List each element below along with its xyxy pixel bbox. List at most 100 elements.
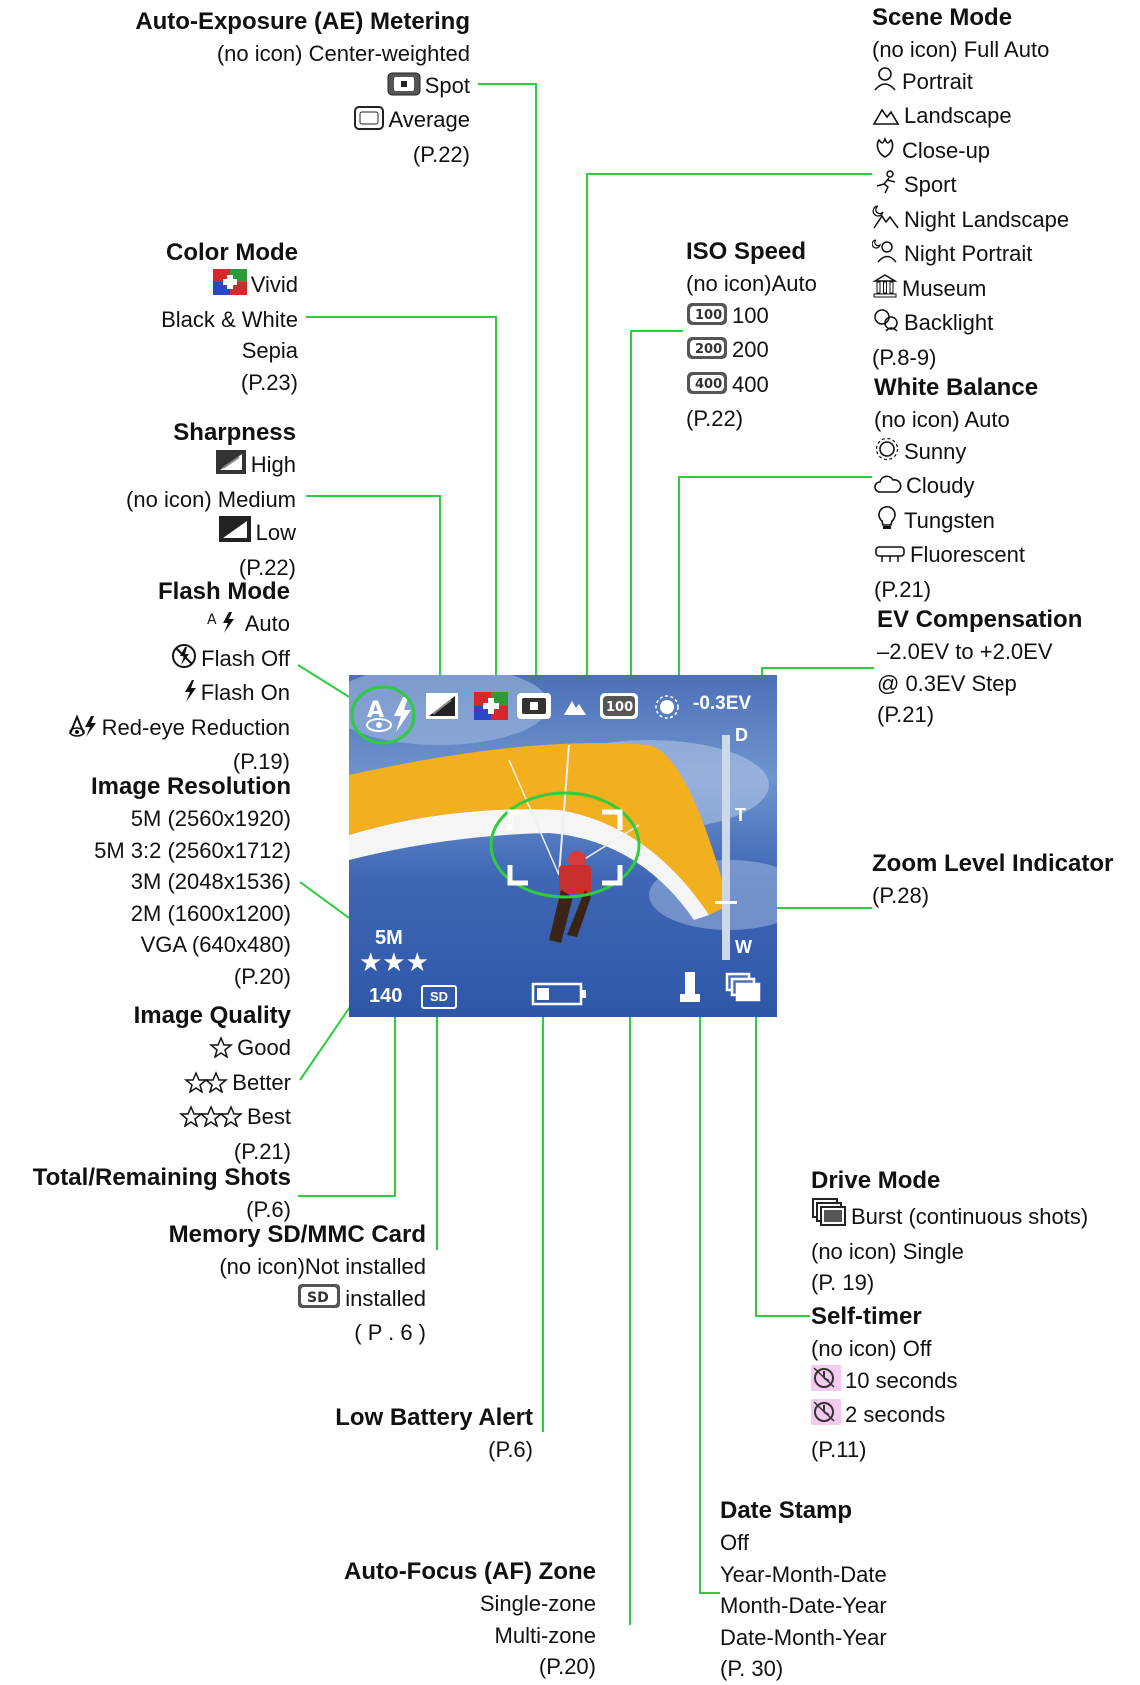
image-quality-option: (P.21): [134, 1136, 291, 1168]
iso-100-icon: 100: [686, 302, 728, 335]
date-stamp-option-text: (P. 30): [720, 1656, 784, 1681]
sharpness-high-icon: [215, 449, 247, 484]
image-quality-option-text: Better: [232, 1069, 291, 1095]
image-quality-option-text: (P.21): [233, 1138, 291, 1164]
image-resolution-option: 2M (1600x1200): [91, 898, 291, 930]
scene-mode-option-text: Backlight: [904, 310, 994, 335]
flash-on-icon: [183, 679, 197, 712]
zoom-bar: [722, 735, 730, 960]
white-balance-option: (no icon) Auto: [874, 404, 1038, 436]
image-resolution-option: 5M (2560x1920): [91, 803, 291, 835]
self-timer-option-text: (no icon) Off: [811, 1336, 932, 1361]
drive-mode-option-text: Burst (continuous shots): [851, 1204, 1089, 1229]
svg-text:200: 200: [695, 342, 722, 357]
scene-mode-option-text: Landscape: [904, 103, 1012, 128]
color-mode-option-text: Sepia: [241, 338, 298, 363]
self-timer-option: (no icon) Off: [811, 1333, 958, 1365]
af-zone-option-text: (P.20): [538, 1654, 596, 1679]
image-resolution-option: (P.20): [91, 961, 291, 993]
portrait-icon: [872, 66, 898, 101]
quality-stars-indicator: ★★★: [359, 947, 429, 977]
self-timer-option-text: 10 seconds: [845, 1367, 958, 1393]
image-resolution-option: 3M (2048x1536): [91, 866, 291, 898]
drive-mode-option-text: (no icon) Single: [811, 1238, 964, 1264]
ev-value: -0.3EV: [693, 693, 752, 714]
date-stamp-option: Year-Month-Date: [720, 1559, 887, 1591]
sharpness-option: (P.22): [126, 552, 296, 584]
date-stamp-option-text: Year-Month-Date: [720, 1561, 887, 1587]
iso-speed-option-text: (no icon)Auto: [686, 271, 817, 296]
image-quality-option: Best: [134, 1101, 291, 1136]
color-mode-option: (P.23): [161, 367, 298, 399]
flash-mode-option: Flash Off: [68, 643, 290, 678]
total-shots-option: (P.6): [33, 1194, 291, 1226]
leader-line: [298, 1000, 396, 1197]
flash-mode-option-text: (P.19): [232, 749, 290, 774]
burst-indicator-icon: [725, 972, 761, 1007]
flash-mode-option: Red-eye Reduction: [68, 712, 290, 747]
shots-remaining: 140: [369, 985, 403, 1007]
low-battery-option: (P.6): [335, 1434, 533, 1466]
white-balance-title: White Balance: [874, 374, 1039, 401]
ev-compensation-callout: EV Compensation–2.0EV to +2.0EV@ 0.3EV S…: [877, 604, 1082, 731]
tungsten-icon: [874, 505, 900, 540]
date-stamp-option-text: Month-Date-Year: [720, 1593, 887, 1618]
af-zone-option: Multi-zone: [344, 1620, 596, 1652]
scene-mode-option: Landscape: [872, 100, 1069, 135]
scene-mode-option: Close-up: [872, 135, 1069, 170]
sharpness-option: High: [126, 449, 296, 484]
ev-compensation-option-text: @ 0.3EV Step: [877, 670, 1017, 696]
self-timer-option: 10 seconds: [811, 1364, 958, 1400]
white-balance-option-text: Tungsten: [904, 507, 995, 533]
scene-mode-option: (P.8-9): [872, 342, 1069, 374]
resolution-indicator: 5M: [375, 927, 403, 949]
iso-speed-option-text: (P.22): [686, 406, 744, 431]
low-battery-option-text: (P.6): [488, 1437, 533, 1462]
total-shots-title: Total/Remaining Shots: [32, 1164, 291, 1191]
leader-line: [755, 1017, 810, 1317]
metering-indicator-icon: [516, 692, 552, 725]
image-resolution-option-text: 2M (1600x1200): [130, 900, 291, 926]
backlight-icon: [872, 307, 900, 342]
memory-card-option: ( P . 6 ): [169, 1317, 426, 1349]
ev-compensation-title: EV Compensation: [877, 606, 1083, 633]
scene-mode-option-text: Night Landscape: [904, 206, 1070, 232]
color-mode-option: Black & White: [161, 304, 298, 336]
zoom-level-option: (P.28): [872, 880, 1113, 912]
self-timer-option-text: (P.11): [811, 1436, 867, 1462]
svg-text:100: 100: [606, 700, 633, 715]
night-landscape-icon: [872, 204, 900, 239]
leader-line: [586, 173, 872, 703]
zoom-level-marker: [715, 901, 737, 904]
iso-speed-option-text: 400: [732, 371, 769, 397]
af-zone-option-text: Single-zone: [479, 1591, 596, 1616]
memory-card-option-text: ( P . 6 ): [354, 1320, 426, 1345]
zoom-bottom-label: W: [735, 937, 752, 957]
svg-text:100: 100: [695, 308, 722, 323]
iso-indicator-icon: 100: [599, 692, 639, 725]
scene-mode-option: Night Portrait: [871, 238, 1069, 273]
scene-mode-option-text: Sport: [904, 172, 957, 197]
ev-compensation-option-text: (P.21): [877, 702, 935, 727]
average-metering-icon: [354, 106, 385, 139]
leader-line: [306, 316, 497, 690]
white-balance-option-text: Fluorescent: [910, 542, 1025, 567]
image-resolution-option-text: VGA (640x480): [140, 932, 291, 957]
scene-mode-option: Museum: [872, 273, 1069, 308]
close-up-icon: [872, 135, 898, 170]
sharpness-indicator-icon: [425, 692, 459, 725]
color-mode-indicator-icon: [474, 692, 508, 725]
iso-speed-option: (no icon)Auto: [686, 268, 817, 300]
ev-compensation-option: @ 0.3EV Step: [877, 668, 1082, 700]
fluorescent-icon: [874, 542, 906, 574]
red-eye-icon: [68, 713, 98, 747]
timer-10-icon: [811, 1364, 841, 1400]
